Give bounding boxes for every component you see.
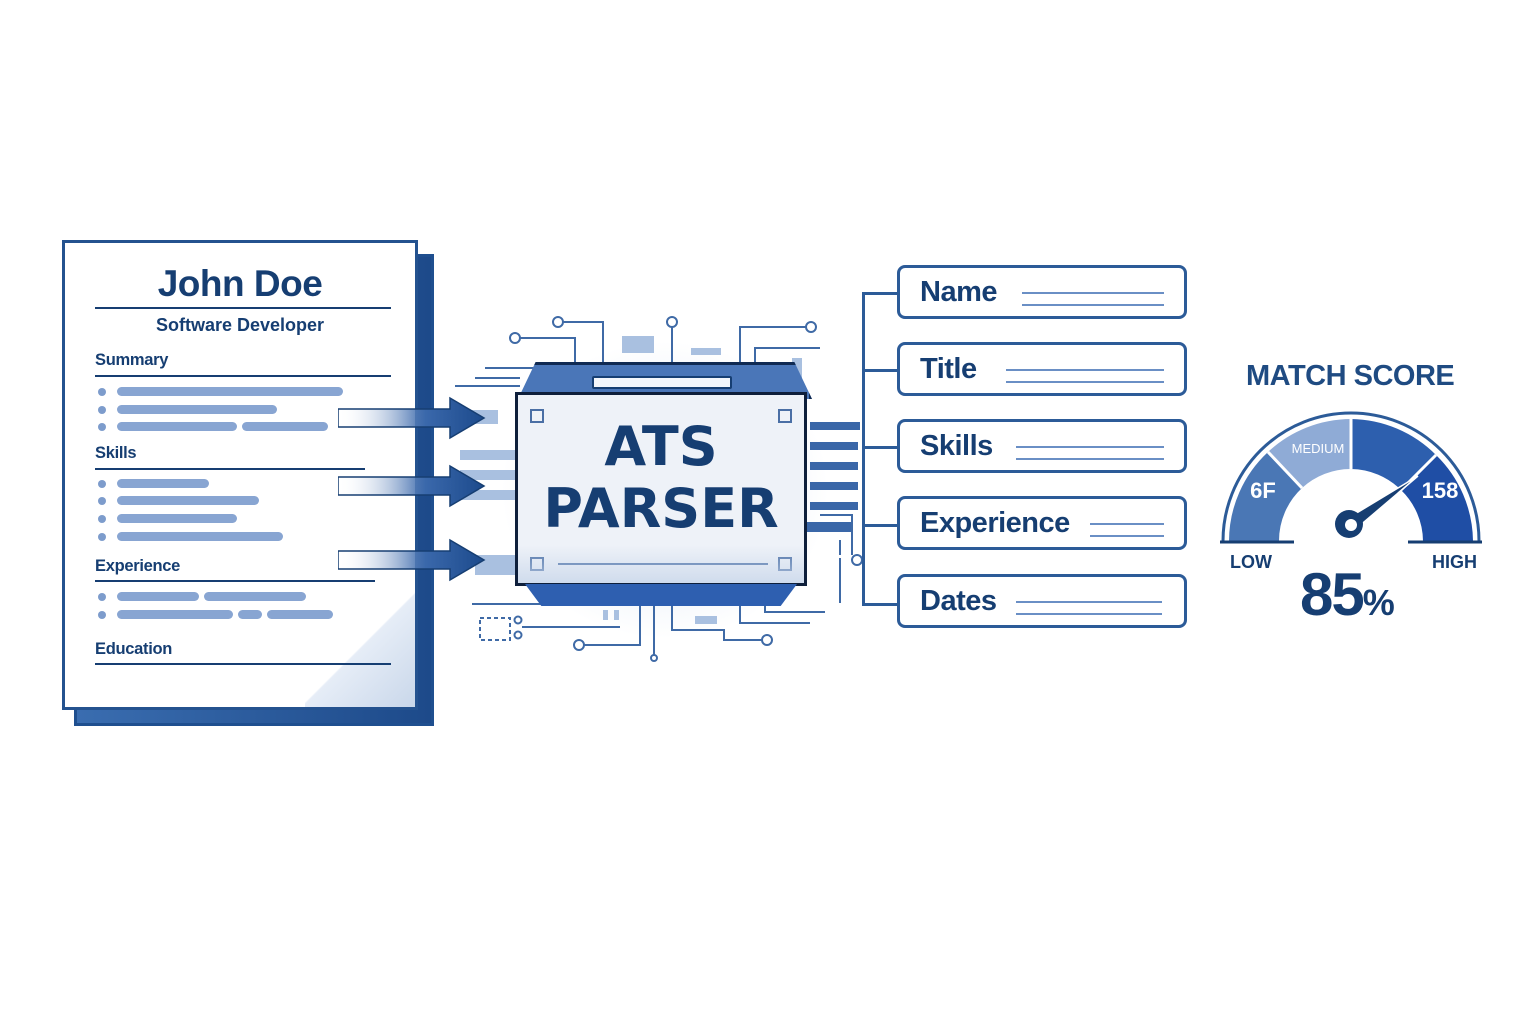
tree-branch <box>862 369 897 372</box>
field-label: Title <box>920 353 977 385</box>
parser-slot <box>592 376 732 389</box>
field-experience: Experience <box>897 496 1187 550</box>
divider <box>95 468 365 470</box>
text-placeholder-bar <box>267 610 333 619</box>
value-line <box>1090 523 1164 525</box>
divider <box>95 307 391 309</box>
bullet-icon <box>98 497 106 505</box>
divider <box>95 580 375 582</box>
segment-label-high: 158 <box>1422 478 1459 503</box>
corner-marker <box>530 409 544 423</box>
text-placeholder-bar <box>117 479 209 488</box>
section-experience-title: Experience <box>95 557 181 575</box>
field-label: Name <box>920 276 998 308</box>
field-label: Skills <box>920 430 993 462</box>
field-skills: Skills <box>897 419 1187 473</box>
bullet-icon <box>98 406 106 414</box>
text-placeholder-bar <box>117 514 237 523</box>
gauge-low-label: LOW <box>1230 552 1272 572</box>
segment-label-medium: MEDIUM <box>1292 441 1345 456</box>
value-line <box>1022 292 1164 294</box>
match-score-value: 85% <box>1300 560 1395 629</box>
value-line <box>1016 446 1164 448</box>
section-skills-title: Skills <box>95 444 137 462</box>
section-summary-title: Summary <box>95 351 169 369</box>
field-name: Name <box>897 265 1187 319</box>
value-line <box>1016 613 1162 615</box>
gauge-high-label: HIGH <box>1432 552 1477 572</box>
field-label: Experience <box>920 507 1070 539</box>
text-placeholder-bar <box>204 592 306 601</box>
tree-branch <box>862 446 897 449</box>
section-education-title: Education <box>95 640 173 658</box>
resume-document: John Doe Software Developer Summary Skil… <box>62 240 418 710</box>
segment-label-low: 6F <box>1250 478 1276 503</box>
tree-branch <box>862 292 897 295</box>
parser-device-base <box>525 584 797 606</box>
corner-marker <box>778 409 792 423</box>
score-number: 85 <box>1300 561 1365 628</box>
parser-shade <box>518 545 804 583</box>
value-line <box>1022 304 1164 306</box>
text-placeholder-bar <box>117 387 343 396</box>
arrow-right-icon <box>338 538 486 582</box>
page-curl <box>305 587 415 707</box>
value-line <box>1016 601 1162 603</box>
bullet-icon <box>98 388 106 396</box>
text-placeholder-bar <box>117 610 233 619</box>
arrow-right-icon <box>338 396 486 440</box>
bullet-icon <box>98 480 106 488</box>
tree-branch <box>862 524 897 527</box>
bullet-icon <box>98 515 106 523</box>
parser-title-line1: ATS <box>604 415 718 478</box>
field-dates: Dates <box>897 574 1187 628</box>
value-line <box>1006 381 1164 383</box>
text-placeholder-bar <box>117 496 259 505</box>
ats-parser: ATS PARSER <box>515 392 807 586</box>
bullet-icon <box>98 423 106 431</box>
circuit-traces <box>455 316 863 662</box>
text-placeholder-bar <box>117 592 199 601</box>
text-placeholder-bar <box>238 610 262 619</box>
bullet-icon <box>98 611 106 619</box>
score-unit: % <box>1362 582 1395 623</box>
divider <box>95 375 391 377</box>
text-placeholder-bar <box>117 532 283 541</box>
text-placeholder-bar <box>117 422 237 431</box>
field-label: Dates <box>920 585 997 617</box>
parser-title-line2: PARSER <box>543 477 779 540</box>
text-placeholder-bar <box>242 422 328 431</box>
field-title: Title <box>897 342 1187 396</box>
value-line <box>1006 369 1164 371</box>
bullet-icon <box>98 533 106 541</box>
match-score-title: MATCH SCORE <box>1246 360 1455 392</box>
resume-role: Software Developer <box>155 315 325 335</box>
value-line <box>1016 458 1164 460</box>
match-score-gauge: 6F MEDIUM 158 <box>1220 411 1482 544</box>
bullet-icon <box>98 593 106 601</box>
resume-name: John Doe <box>157 263 323 304</box>
divider <box>95 663 391 665</box>
tree-connector <box>862 292 865 606</box>
value-line <box>1090 535 1164 537</box>
tree-branch <box>862 603 897 606</box>
text-placeholder-bar <box>117 405 277 414</box>
arrow-right-icon <box>338 464 486 508</box>
